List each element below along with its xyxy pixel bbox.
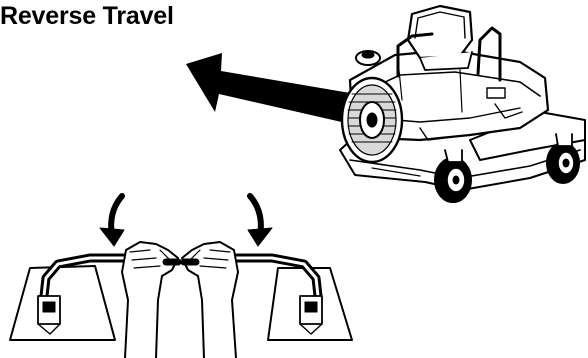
left-hand (121, 241, 179, 358)
zero-turn-mower (339, 4, 586, 203)
right-pull-arrow (247, 193, 273, 247)
control-levers-inset (9, 193, 353, 358)
right-hand (181, 241, 239, 358)
reverse-direction-arrow (186, 53, 350, 123)
right-lever-bracket (299, 295, 323, 335)
left-pull-arrow (99, 193, 125, 247)
left-lever-bracket (37, 295, 61, 335)
diagram-title: Reverse Travel (0, 2, 174, 30)
